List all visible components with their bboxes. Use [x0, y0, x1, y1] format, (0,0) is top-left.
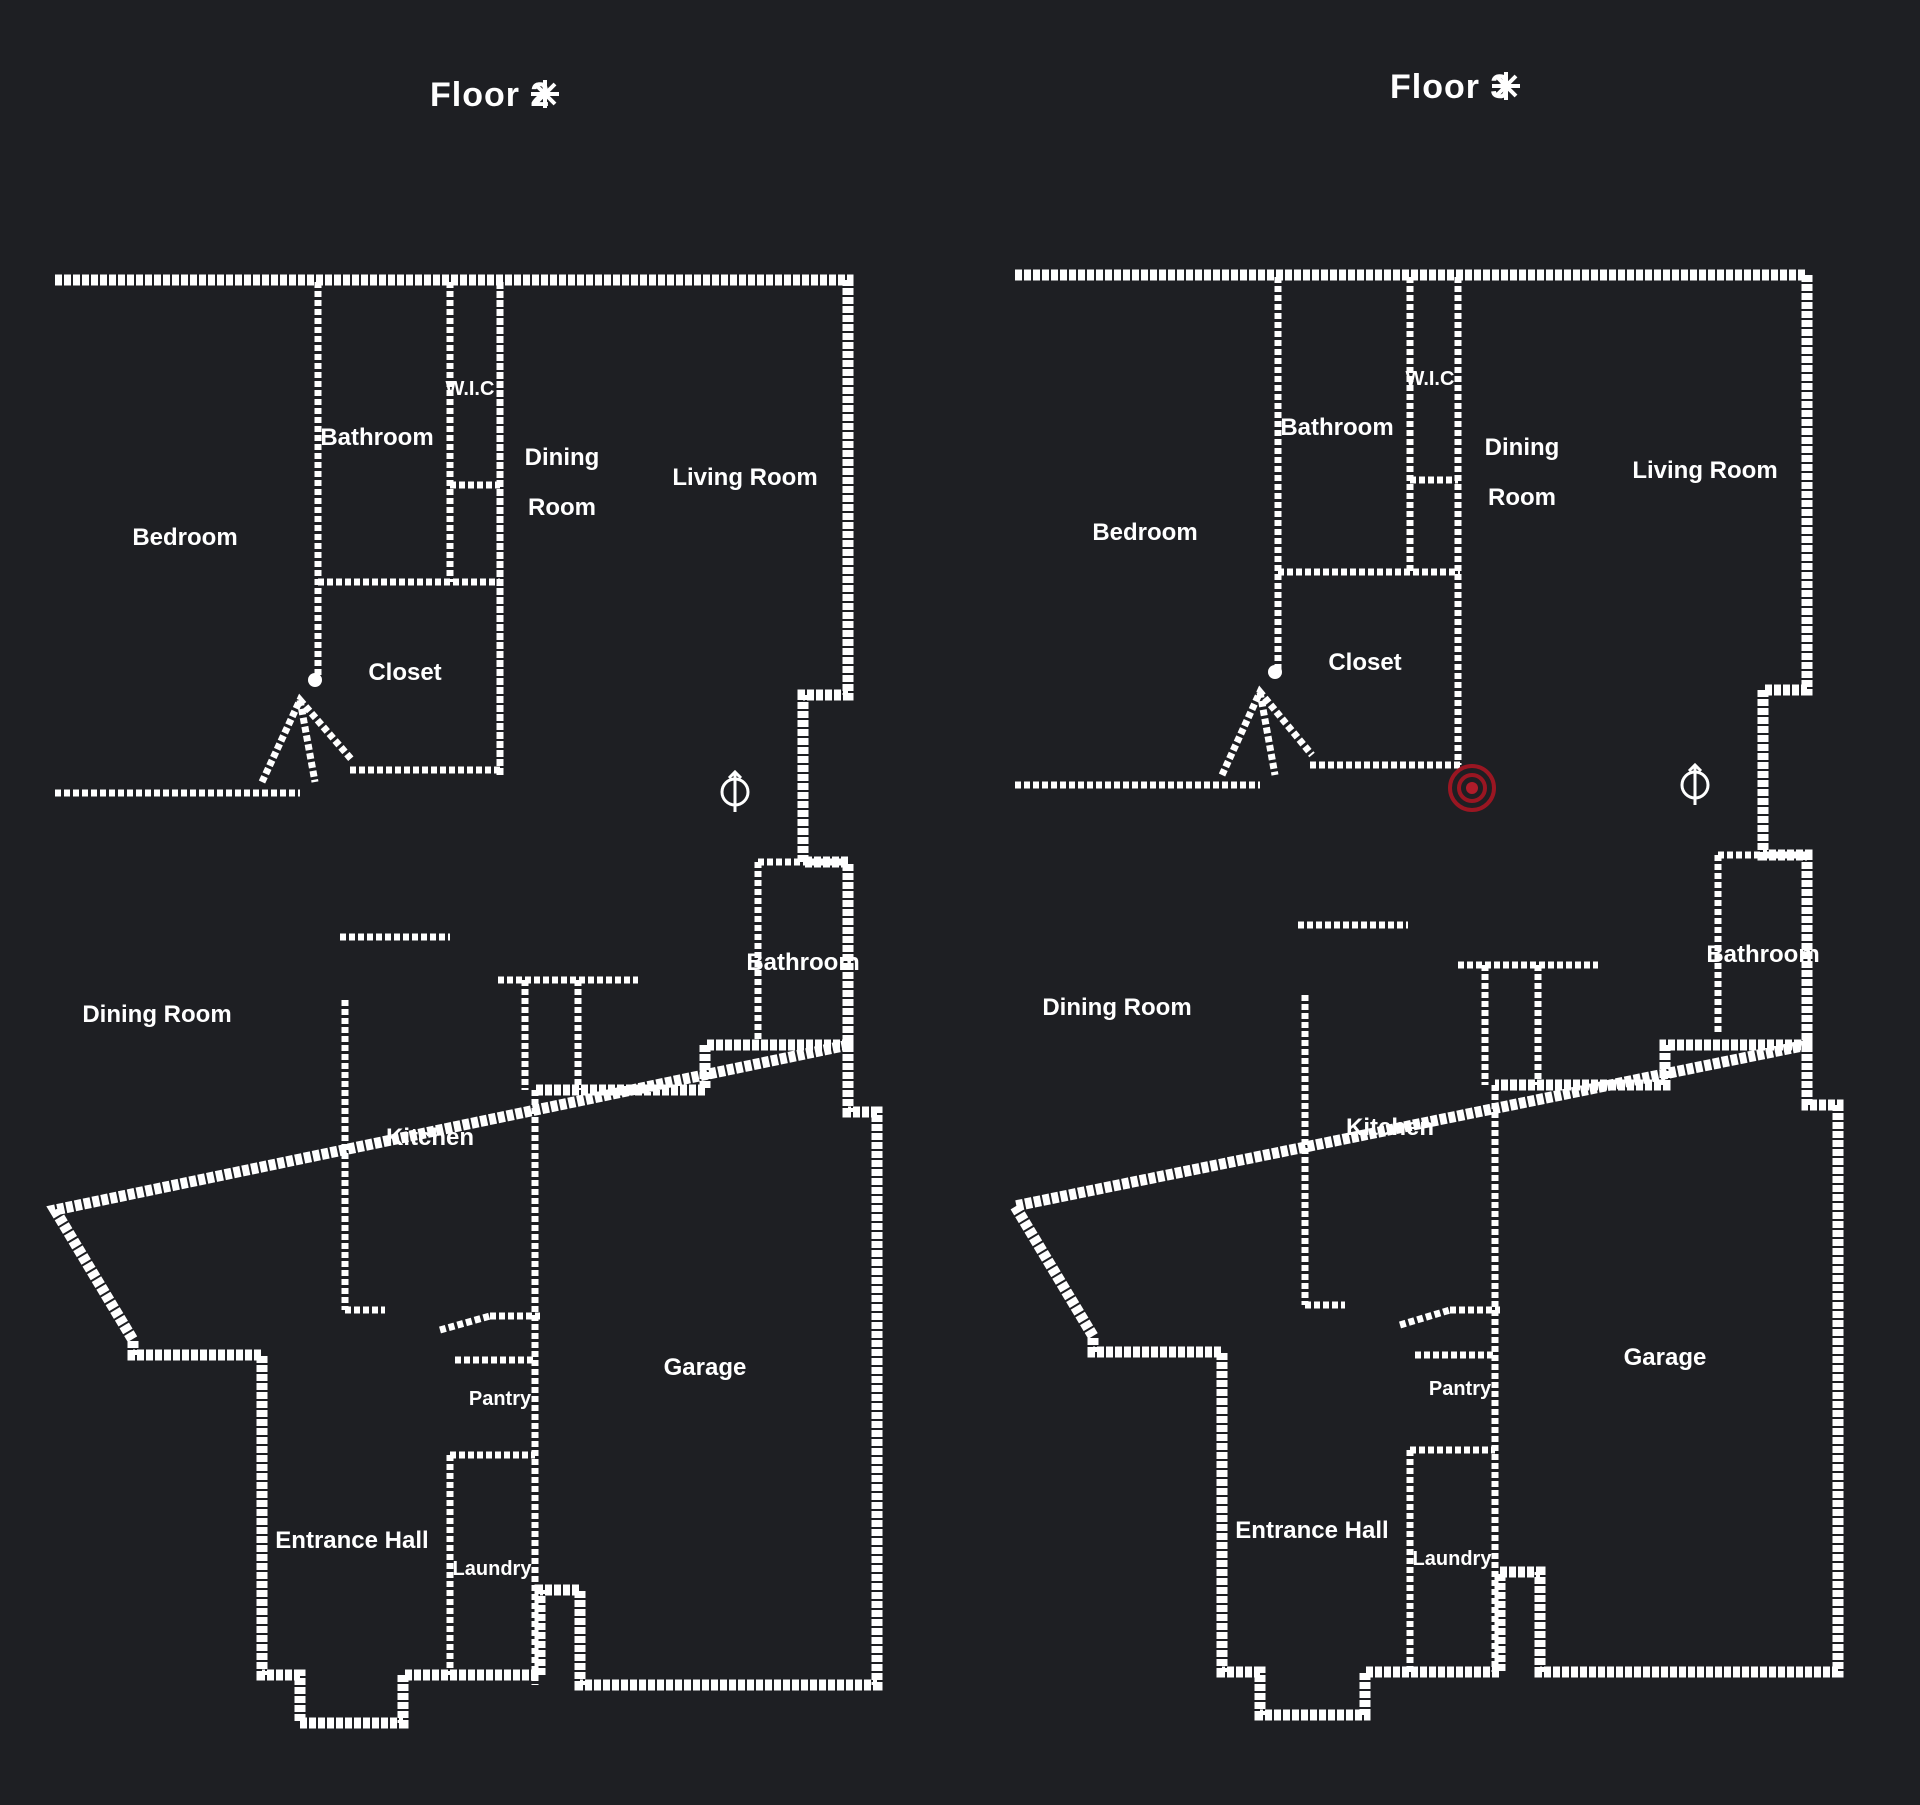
- floor-plan-left[interactable]: Floor 2 Bedroom Bathroom W.I.C Closet Di…: [46, 76, 883, 1729]
- room-label-dining: Dining: [525, 444, 600, 471]
- compass-icon[interactable]: [1680, 762, 1710, 805]
- room-label-garage: Garage: [1624, 1344, 1707, 1371]
- room-label-dining: Dining: [1485, 434, 1560, 461]
- interior-walls: [1015, 277, 1807, 1672]
- room-label-bathroom: Bathroom: [320, 424, 433, 451]
- room-label-bathroom: Bathroom: [1280, 414, 1393, 441]
- door-swing: [1218, 685, 1315, 777]
- room-label-laundry: Laundry: [1413, 1548, 1493, 1570]
- door-swing: [258, 693, 355, 784]
- sparkle-icon[interactable]: [531, 80, 559, 108]
- room-label-living-room: Living Room: [1632, 457, 1777, 484]
- compass-icon[interactable]: [720, 769, 750, 812]
- sparkle-icon[interactable]: [1492, 72, 1520, 100]
- room-label-living-room: Living Room: [672, 464, 817, 491]
- room-label-entrance-hall: Entrance Hall: [275, 1527, 428, 1554]
- room-label-wic: W.I.C: [1406, 368, 1455, 390]
- room-label-pantry: Pantry: [469, 1388, 532, 1410]
- room-label-entrance-hall: Entrance Hall: [1235, 1517, 1388, 1544]
- floor-title-right: Floor 3: [1390, 68, 1510, 106]
- room-label-bathroom-2: Bathroom: [1706, 941, 1819, 968]
- room-label-dining-room: Dining Room: [82, 1001, 231, 1028]
- floor-plan-right[interactable]: Floor 3 Bedroom Bathroom W.I.C Closet Di…: [1006, 68, 1844, 1721]
- room-label-closet: Closet: [1328, 649, 1401, 676]
- room-label-bedroom: Bedroom: [132, 524, 237, 551]
- location-marker-icon[interactable]: [1448, 764, 1496, 812]
- room-label-room: Room: [1488, 484, 1556, 511]
- room-label-closet: Closet: [368, 659, 441, 686]
- room-label-pantry: Pantry: [1429, 1378, 1492, 1400]
- interior-walls: [55, 282, 848, 1685]
- room-label-garage: Garage: [664, 1354, 747, 1381]
- room-label-bathroom-2: Bathroom: [746, 949, 859, 976]
- room-label-kitchen: Kitchen: [386, 1124, 474, 1151]
- room-label-bedroom: Bedroom: [1092, 519, 1197, 546]
- room-label-wic: W.I.C: [446, 378, 495, 400]
- room-label-dining-room: Dining Room: [1042, 994, 1191, 1021]
- room-label-room: Room: [528, 494, 596, 521]
- door-hinge: [1268, 665, 1282, 679]
- room-label-laundry: Laundry: [453, 1558, 533, 1580]
- room-label-kitchen: Kitchen: [1346, 1114, 1434, 1141]
- door-hinge: [308, 673, 322, 687]
- floor-title-left: Floor 2: [430, 76, 550, 114]
